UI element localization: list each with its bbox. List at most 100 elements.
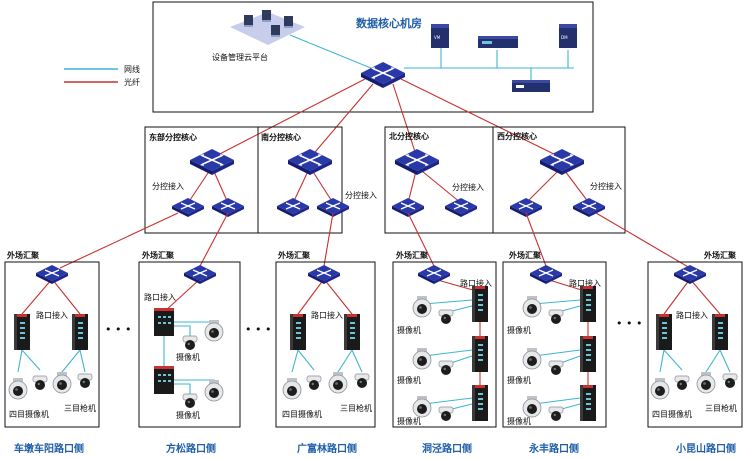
site-1-access-label: 路口接入	[36, 310, 68, 320]
site-4-agg-label: 外场汇聚	[396, 250, 429, 260]
site-1-cam-a-label: 四目摄像机	[9, 409, 49, 419]
site-3-dome-camera-icon	[328, 371, 348, 394]
site-1-agg-label: 外场汇聚	[7, 250, 40, 260]
site-6-dome-camera-icon	[696, 371, 716, 394]
site-4-field-switch-icon	[472, 385, 488, 421]
branch-south-access: 分控接入	[345, 190, 377, 200]
site-3-dome-camera-icon	[282, 377, 302, 400]
site-2-dome-camera-icon	[204, 379, 224, 402]
rack-server-icon	[478, 36, 518, 48]
site-1-field-switch-icon	[14, 314, 30, 350]
core-room-box	[152, 1, 594, 113]
site-3-cam-a-label: 四目摄像机	[282, 409, 322, 419]
branch-south-title: 南分控核心	[261, 132, 301, 142]
storage-icon	[512, 80, 550, 92]
access-switch-icon	[276, 197, 310, 218]
core-router-icon	[360, 61, 406, 89]
site-3-field-switch-icon	[290, 314, 306, 350]
site-2-bullet-camera-icon	[182, 335, 198, 351]
site-box-6	[647, 261, 743, 428]
cloud-platform-icon	[230, 10, 305, 45]
site-2-field-switch-icon	[154, 366, 174, 394]
site-4-bullet-camera-icon	[438, 309, 454, 325]
site-box-3	[275, 261, 376, 428]
site-4-access-label: 路口接入	[460, 278, 492, 288]
site-1-bullet-camera-icon	[32, 375, 48, 391]
branch-box-east-south	[144, 126, 343, 234]
site-5-dome-camera-icon	[522, 395, 542, 418]
site-3-access-label: 路口接入	[311, 310, 343, 320]
site-1-field-switch-icon	[72, 314, 88, 350]
site-5-bullet-camera-icon	[548, 309, 564, 325]
site-5-dome-camera-icon	[522, 295, 542, 318]
site-2-agg-switch-icon	[183, 264, 217, 285]
site-5-field-switch-icon	[580, 385, 596, 421]
site-5-bullet-camera-icon	[548, 360, 564, 376]
access-fiber-links	[59, 212, 691, 269]
site-1-name: 车墩车阳路口侧	[14, 442, 84, 455]
site-4-name: 洞泾路口侧	[422, 442, 472, 455]
access-switch-icon	[572, 197, 606, 218]
ellipsis-3: • • •	[616, 317, 642, 330]
site-box-4	[392, 261, 497, 428]
core-room-title: 数据核心机房	[356, 16, 422, 30]
site-6-agg-switch-icon	[673, 264, 707, 285]
site-5-field-switch-icon	[580, 336, 596, 372]
vm-label: VM	[434, 35, 441, 40]
site-2-agg-label: 外场汇聚	[142, 250, 175, 260]
site-6-field-switch-icon	[656, 314, 672, 350]
site-5-cam-c-label: 摄像机	[507, 416, 531, 426]
site-4-dome-camera-icon	[412, 347, 432, 370]
branch-east-access: 分控接入	[152, 181, 184, 191]
site-5-cam-a-label: 摄像机	[507, 325, 531, 335]
branch-north-title: 北分控核心	[389, 131, 429, 141]
branch-east-router-icon	[189, 148, 235, 176]
site-6-field-switch-icon	[712, 314, 728, 350]
site-1-bullet-camera-icon	[77, 373, 93, 389]
site-4-dome-camera-icon	[412, 395, 432, 418]
branch-north-router-icon	[394, 148, 440, 176]
site-6-name: 小昆山路口侧	[675, 442, 736, 455]
site-2-field-switch-icon	[154, 308, 174, 336]
ellipsis-2: • • •	[245, 323, 271, 336]
legend-net-label: 网线	[124, 64, 140, 74]
site-6-agg-label: 外场汇聚	[704, 250, 737, 260]
site-5-name: 永丰路口侧	[528, 442, 579, 455]
branch-north-access: 分控接入	[452, 182, 484, 192]
site-6-bullet-camera-icon	[722, 373, 738, 389]
site-3-agg-label: 外场汇聚	[278, 250, 311, 260]
core-fiber-links	[211, 78, 563, 159]
branch-box-north-west	[384, 126, 626, 234]
site-2-dome-camera-icon	[204, 319, 224, 342]
site-4-field-switch-icon	[472, 286, 488, 322]
site-6-bullet-camera-icon	[674, 375, 690, 391]
site-2-cam-a-label: 摄像机	[176, 352, 200, 362]
site-3-field-switch-icon	[344, 314, 360, 350]
site-2-bullet-camera-icon	[182, 393, 198, 409]
dm-server-icon: DM	[559, 24, 577, 48]
site-5-bullet-camera-icon	[548, 406, 564, 422]
site-3-bullet-camera-icon	[306, 375, 322, 391]
branch-west-access: 分控接入	[590, 181, 622, 191]
site-4-bullet-camera-icon	[438, 360, 454, 376]
site-4-bullet-camera-icon	[438, 406, 454, 422]
site-3-name: 广富林路口侧	[297, 442, 357, 455]
branch-west-router-icon	[539, 148, 585, 176]
site-6-dome-camera-icon	[650, 377, 670, 400]
site-5-agg-switch-icon	[529, 264, 563, 285]
site-6-cam-a-label: 四目摄像机	[652, 409, 692, 419]
site-4-cam-c-label: 摄像机	[397, 416, 421, 426]
vm-server-icon: VM	[431, 24, 449, 48]
site-5-dome-camera-icon	[522, 347, 542, 370]
site-4-field-switch-icon	[472, 336, 488, 372]
site-2-name: 方松路口侧	[166, 442, 216, 455]
site-box-5	[502, 261, 607, 428]
site-6-cam-b-label: 三目枪机	[705, 403, 737, 413]
site-1-cam-b-label: 三目枪机	[64, 403, 96, 413]
site-box-2	[138, 261, 241, 428]
site-5-agg-label: 外场汇聚	[509, 250, 542, 260]
site-5-field-switch-icon	[580, 286, 596, 322]
site-2-access-label: 路口接入	[144, 292, 176, 302]
site-4-agg-switch-icon	[417, 264, 451, 285]
site-3-cam-b-label: 三目枪机	[340, 403, 372, 413]
